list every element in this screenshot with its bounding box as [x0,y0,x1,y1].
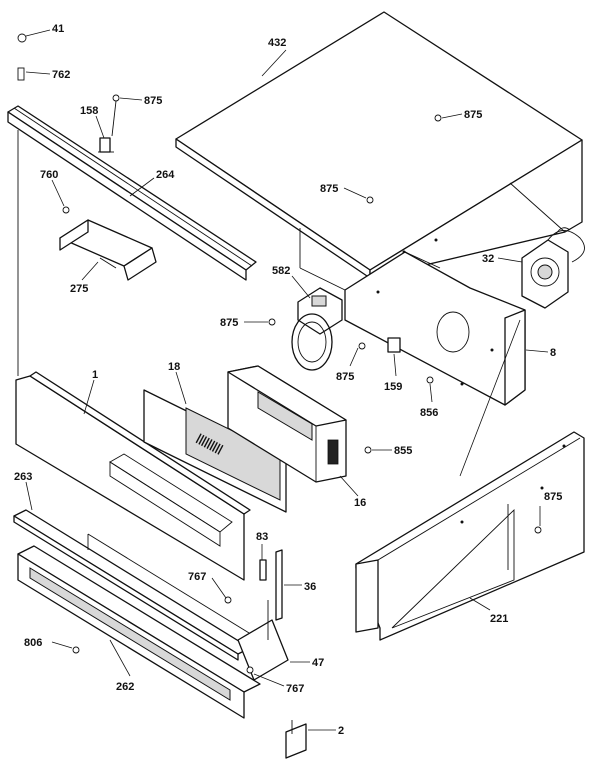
callout-264: 264 [156,169,175,181]
bracket-275 [59,219,157,281]
callout-760: 760 [40,169,58,181]
callout-875-c: 875 [320,183,338,195]
clip-158 [98,137,114,153]
leader-lines [25,29,549,731]
callout-582: 582 [272,265,290,277]
callout-221: 221 [490,613,508,625]
callout-41: 41 [52,23,64,35]
callout-36: 36 [304,581,316,593]
callout-875-d: 875 [220,317,238,329]
callout-767-b: 767 [286,683,304,695]
callout-762: 762 [52,69,70,81]
callout-159: 159 [384,381,402,393]
bracket-47 [237,600,289,681]
callout-806: 806 [24,637,42,649]
callout-263: 263 [14,471,32,483]
callout-262: 262 [116,681,134,693]
callout-32: 32 [482,253,494,265]
bracket-36 [275,549,283,621]
callout-875-f: 875 [544,491,562,503]
callout-47: 47 [312,657,324,669]
callout-158: 158 [80,105,98,117]
top-cover-panel [175,11,583,291]
callout-767-a: 767 [188,571,206,583]
electronic-control-16 [227,365,347,483]
side-panel-221 [355,431,585,641]
callout-labels: 41 762 875 158 432 875 875 760 264 275 5… [14,23,562,737]
rear-panel [344,251,526,406]
control-panel-face [15,371,251,581]
callout-8: 8 [550,347,556,359]
top-rail-264 [7,105,257,376]
callout-1: 1 [92,369,98,381]
callout-2: 2 [338,725,344,737]
callout-875-b: 875 [464,109,482,121]
blower-motor [521,227,585,309]
callout-16: 16 [354,497,366,509]
callout-875-e: 875 [336,371,354,383]
screw-set [17,33,542,674]
callout-83: 83 [256,531,268,543]
clip-2 [285,720,307,759]
callout-856: 856 [420,407,438,419]
callout-855: 855 [394,445,412,457]
switch-bracket-582 [291,287,343,371]
callout-275: 275 [70,283,88,295]
trim-strip-263 [13,509,251,661]
front-trim-262 [17,533,281,719]
callout-875-a: 875 [144,95,162,107]
callout-432: 432 [268,37,286,49]
bracket-83 [259,559,267,581]
callout-18: 18 [168,361,180,373]
clip-159 [387,337,401,353]
